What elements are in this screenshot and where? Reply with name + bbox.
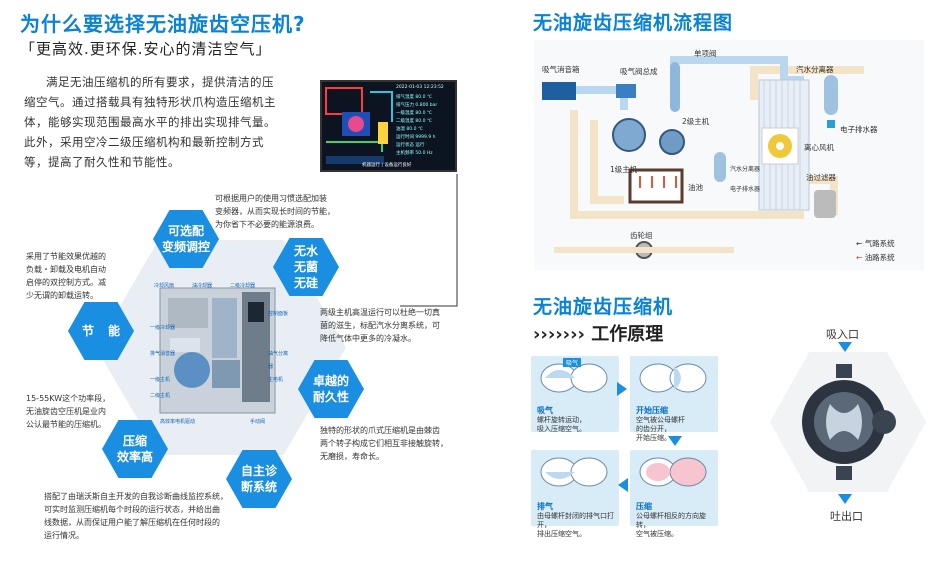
flow-label-separator: 汽水分离器 bbox=[796, 65, 834, 74]
stage-start-compress-panel: 开始压缩 空气被公母螺杆 的齿分开， 开始压缩。 bbox=[630, 356, 718, 442]
legend-oil: ← 油路系统 bbox=[856, 253, 895, 262]
arrow-left-icon: ← bbox=[856, 239, 863, 248]
rotor-icon bbox=[540, 363, 608, 393]
feature-self-diagnosis: 自主诊断系统 bbox=[226, 450, 292, 508]
stage-compress-panel: 压缩 公母螺杆相反的方向旋转， 空气被压缩。 bbox=[630, 450, 718, 538]
screen-values: 排气温度 80.0 ℃ 排气压力 0.800 bar 一级温度 80.0 ℃ 二… bbox=[396, 95, 438, 156]
flow-label-drain: 电子排水器 bbox=[840, 125, 878, 134]
compressor-cutaway bbox=[796, 364, 900, 480]
rotor-icon bbox=[540, 457, 608, 487]
flow-label-check-valve: 单项阀 bbox=[694, 49, 717, 58]
flow-label-intake-valve: 吸气阀总成 bbox=[620, 67, 658, 76]
legend-air: ← 气路系统 bbox=[856, 239, 895, 248]
stage-compress-label: 压缩 公母螺杆相反的方向旋转， 空气被压缩。 bbox=[636, 502, 706, 538]
feature-desc-compression-efficiency: 15-55KW这个功率段， 无油旋齿空压机是业内 公认最节能的压缩机。 bbox=[26, 394, 111, 429]
machine-label: 排气消音器 bbox=[150, 351, 176, 357]
stage-exhaust-label: 排气 由母螺杆封闭的排气口打开， 排出压缩空气。 bbox=[537, 502, 614, 538]
flow-label-fan: 离心风机 bbox=[804, 143, 834, 152]
flow-label-oil-pool: 油池 bbox=[688, 183, 703, 192]
machine-illustration: 冷却风扇 油冷却器 二级冷却器 控制面板 一级冷却器 排气消音器 一级主机 二级… bbox=[150, 278, 290, 428]
stage-exhaust-panel: 排气 由母螺杆封闭的排气口打开， 排出压缩空气。 bbox=[531, 450, 619, 538]
flow-pipes bbox=[542, 56, 864, 259]
outlet-label: 吐出口 bbox=[830, 510, 863, 523]
machine-label: 一级冷却器 bbox=[150, 325, 176, 331]
flow-label-small-separator: 汽水分离器 bbox=[730, 166, 761, 173]
principle-subtitle: ››››››› 工作原理 bbox=[533, 324, 664, 345]
left-title: 为什么要选择无油旋齿空压机? bbox=[20, 12, 306, 36]
machine-label: 油冷却器 bbox=[192, 283, 213, 289]
screen-footer: 机器运行 | 设备运行良好 bbox=[362, 163, 412, 168]
flow-label-stage2: 2级主机 bbox=[682, 117, 710, 126]
machine-label: 二级冷却器 bbox=[230, 283, 256, 289]
machine-label: 二级主机 bbox=[150, 393, 171, 399]
machine-label: 主电机 bbox=[268, 377, 284, 383]
flow-diagram: 吸气消音箱 吸气阀总成 单项阀 汽水分离器 电子排水器 1级主机 2级主机 离心… bbox=[534, 40, 924, 270]
feature-desc-energy-saving: 采用了节能效果优越的 负载・卸载及电机自动 启停的双控制方式。减 少无谓的卸载运… bbox=[26, 252, 106, 300]
flow-label-oil-filter: 油过滤器 bbox=[806, 173, 836, 182]
machine-label: 冷却风扇 bbox=[154, 283, 175, 289]
screen-connector-line bbox=[400, 174, 458, 307]
stage-top-tag: 吸气 bbox=[563, 358, 582, 367]
feature-desc-variable-frequency: 可根据用户的使用习惯选配加装 变频器，从而实现长时间的节能， 为你省下不必要的能… bbox=[215, 194, 335, 229]
arrow-left-icon bbox=[618, 478, 628, 492]
flow-label-gear: 齿轮组 bbox=[630, 231, 653, 240]
controller-diagram bbox=[325, 87, 393, 164]
rotor-icon bbox=[639, 363, 707, 393]
arrow-right-icon bbox=[617, 382, 627, 396]
feature-desc-self-diagnosis: 搭配了由瑞沃斯自主开发的自我诊断曲线监控系统， 可实时监测压缩机每个时段的运行状… bbox=[44, 492, 228, 540]
intro-paragraph: 满足无油压缩机的所有要求，提供清洁的压 缩空气。通过搭载具有独特形状爪构造压缩机… bbox=[24, 75, 276, 169]
flow-label-stage1: 1级主机 bbox=[610, 165, 638, 174]
arrow-down-icon bbox=[838, 342, 852, 352]
machine-label: 手动阀 bbox=[250, 419, 266, 425]
machine-label: 控制面板 bbox=[268, 311, 289, 317]
arrow-left-icon: ← bbox=[856, 253, 863, 262]
stage-start-compress-label: 开始压缩 空气被公母螺杆 的齿分开， 开始压缩。 bbox=[636, 406, 685, 442]
screen-date: 2022-01-03 12:23:52 bbox=[396, 85, 444, 90]
compressor-machine-icon bbox=[159, 287, 276, 414]
rotor-icon bbox=[639, 457, 707, 487]
controller-screen: 2022-01-03 12:23:52 排气温度 80.0 ℃ 排气压力 0.8… bbox=[320, 80, 457, 172]
feature-desc-durability: 独特的形状的爪式压缩机是由棘齿 两个转子构成它们相互非接触旋转， 无磨损，寿命长… bbox=[320, 426, 448, 461]
left-subtitle: 「更高效.更环保.安心的清洁空气」 bbox=[20, 40, 272, 58]
inlet-label: 吸入口 bbox=[826, 328, 859, 341]
machine-label: 油气分离器 bbox=[268, 351, 289, 370]
arrow-down-icon bbox=[838, 494, 852, 504]
flow-label-muffler: 吸气消音箱 bbox=[542, 65, 580, 74]
machine-label: 一级主机 bbox=[150, 377, 171, 383]
stage-intake-panel: 吸气 吸气 螺杆旋转运动， 吸入压缩空气。 bbox=[531, 356, 619, 433]
flow-label-small-drain: 电子排水器 bbox=[730, 186, 761, 193]
stage-intake-label: 吸气 螺杆旋转运动， 吸入压缩空气。 bbox=[537, 406, 586, 433]
arrow-down-icon bbox=[668, 436, 682, 446]
machine-label: 高效率电机驱动 bbox=[160, 419, 196, 425]
flow-title: 无油旋齿压缩机流程图 bbox=[533, 12, 734, 34]
compressor-cutaway-icon bbox=[802, 364, 896, 480]
feature-desc-water-free: 两级主机高温运行可以杜绝一切真 菌的滋生，标配汽水分离系统，可 降低气体中更多的… bbox=[320, 308, 440, 343]
principle-title: 无油旋齿压缩机 bbox=[533, 296, 674, 318]
